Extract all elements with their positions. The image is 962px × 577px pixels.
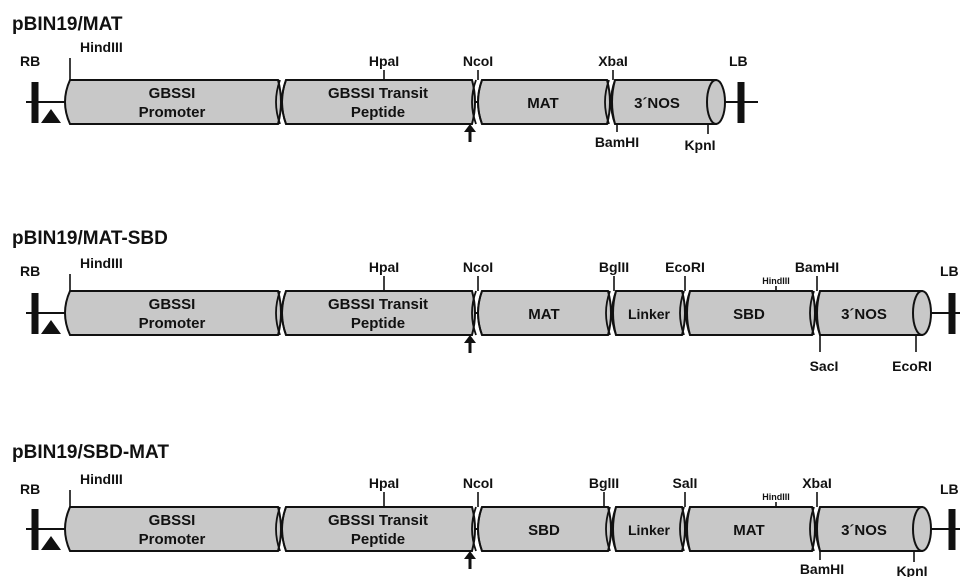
junction-bracket [275,79,287,125]
segment-sbd [686,290,816,336]
site-label: SalI [673,475,698,491]
rb-label: RB [20,263,40,279]
start-arrow-icon [464,551,476,569]
site-label: BglII [599,259,629,275]
construct-title: pBIN19/MAT [12,14,123,35]
site-label: NcoI [463,259,493,275]
segment-label: 3´NOS [841,522,887,539]
segment-label: Peptide [351,531,405,548]
junction-bracket [471,506,483,552]
junction-bracket [275,506,287,552]
segment-label: GBSSI Transit [328,512,428,529]
segment-gbssi-promoter [64,506,282,552]
segment-label: GBSSI [149,296,196,313]
site-label-small: HindIII [762,492,790,502]
segment-label: GBSSI [149,512,196,529]
site-label: BamHI [595,134,639,150]
start-arrow-icon [464,335,476,353]
site-label: NcoI [463,475,493,491]
segment-label: MAT [527,95,558,112]
junction-bracket [471,290,483,336]
segment-mat [686,506,816,552]
junction-bracket [679,290,691,336]
segment-label: GBSSI [149,85,196,102]
construct-title: pBIN19/SBD-MAT [12,442,169,463]
segment-linker [612,290,686,336]
site-label: EcoRI [892,358,932,374]
rb-label: RB [20,53,40,69]
construct-title: pBIN19/MAT-SBD [12,228,168,249]
construct-pbin19-mat: pBIN19/MAT RB LB GBSSI Promoter GBSSI Tr… [12,14,758,153]
segment-label: Peptide [351,104,405,121]
segment-linker [612,506,686,552]
site-label: HpaI [369,259,399,275]
junction-bracket [604,79,616,125]
segment-label: MAT [528,306,559,323]
segment-label: Promoter [139,104,206,121]
segment-label: Promoter [139,531,206,548]
site-label: KpnI [684,137,715,153]
segment-label: SBD [733,306,765,323]
start-arrow-icon [464,124,476,142]
segment-label: 3´NOS [841,306,887,323]
junction-bracket [809,506,821,552]
site-label: SacI [810,358,839,374]
segment-label: GBSSI Transit [328,85,428,102]
site-label: BamHI [795,259,839,275]
lb-label: LB [940,481,959,497]
site-label: KpnI [896,563,927,577]
segment-label: MAT [733,522,764,539]
site-label: BglII [589,475,619,491]
construct-pbin19-mat-sbd: pBIN19/MAT-SBD RB LB GBSSI Promoter GBSS… [12,228,960,374]
segment-label: SBD [528,522,560,539]
cylinder-end-cap [706,79,726,125]
segment-gbssi-promoter [64,79,282,125]
lb-label: LB [729,53,748,69]
junction-bracket [605,506,617,552]
triangle-marker-icon [41,320,61,334]
site-label: BamHI [800,561,844,577]
segment-label: Promoter [139,315,206,332]
site-label-small: HindIII [762,276,790,286]
site-label: HindIII [80,471,123,487]
segment-label: GBSSI Transit [328,296,428,313]
lb-label: LB [940,263,959,279]
cylinder-end-cap [912,290,932,336]
junction-bracket [809,290,821,336]
site-label: HpaI [369,475,399,491]
rb-label: RB [20,481,40,497]
segment-label: Linker [628,522,671,538]
junction-bracket [471,79,483,125]
junction-bracket [275,290,287,336]
segment-label: 3´NOS [634,95,680,112]
segment-label: Peptide [351,315,405,332]
site-label: HindIII [80,39,123,55]
triangle-marker-icon [41,109,61,123]
construct-pbin19-sbd-mat: pBIN19/SBD-MAT RB LB GBSSI Promoter GBSS… [12,442,960,577]
site-label: HindIII [80,255,123,271]
site-label: XbaI [598,53,628,69]
cylinder-end-cap [912,506,932,552]
site-label: EcoRI [665,259,705,275]
junction-bracket [605,290,617,336]
segment-label: Linker [628,306,671,322]
site-label: HpaI [369,53,399,69]
segment-gbssi-promoter [64,290,282,336]
site-label: NcoI [463,53,493,69]
triangle-marker-icon [41,536,61,550]
site-label: XbaI [802,475,832,491]
junction-bracket [679,506,691,552]
